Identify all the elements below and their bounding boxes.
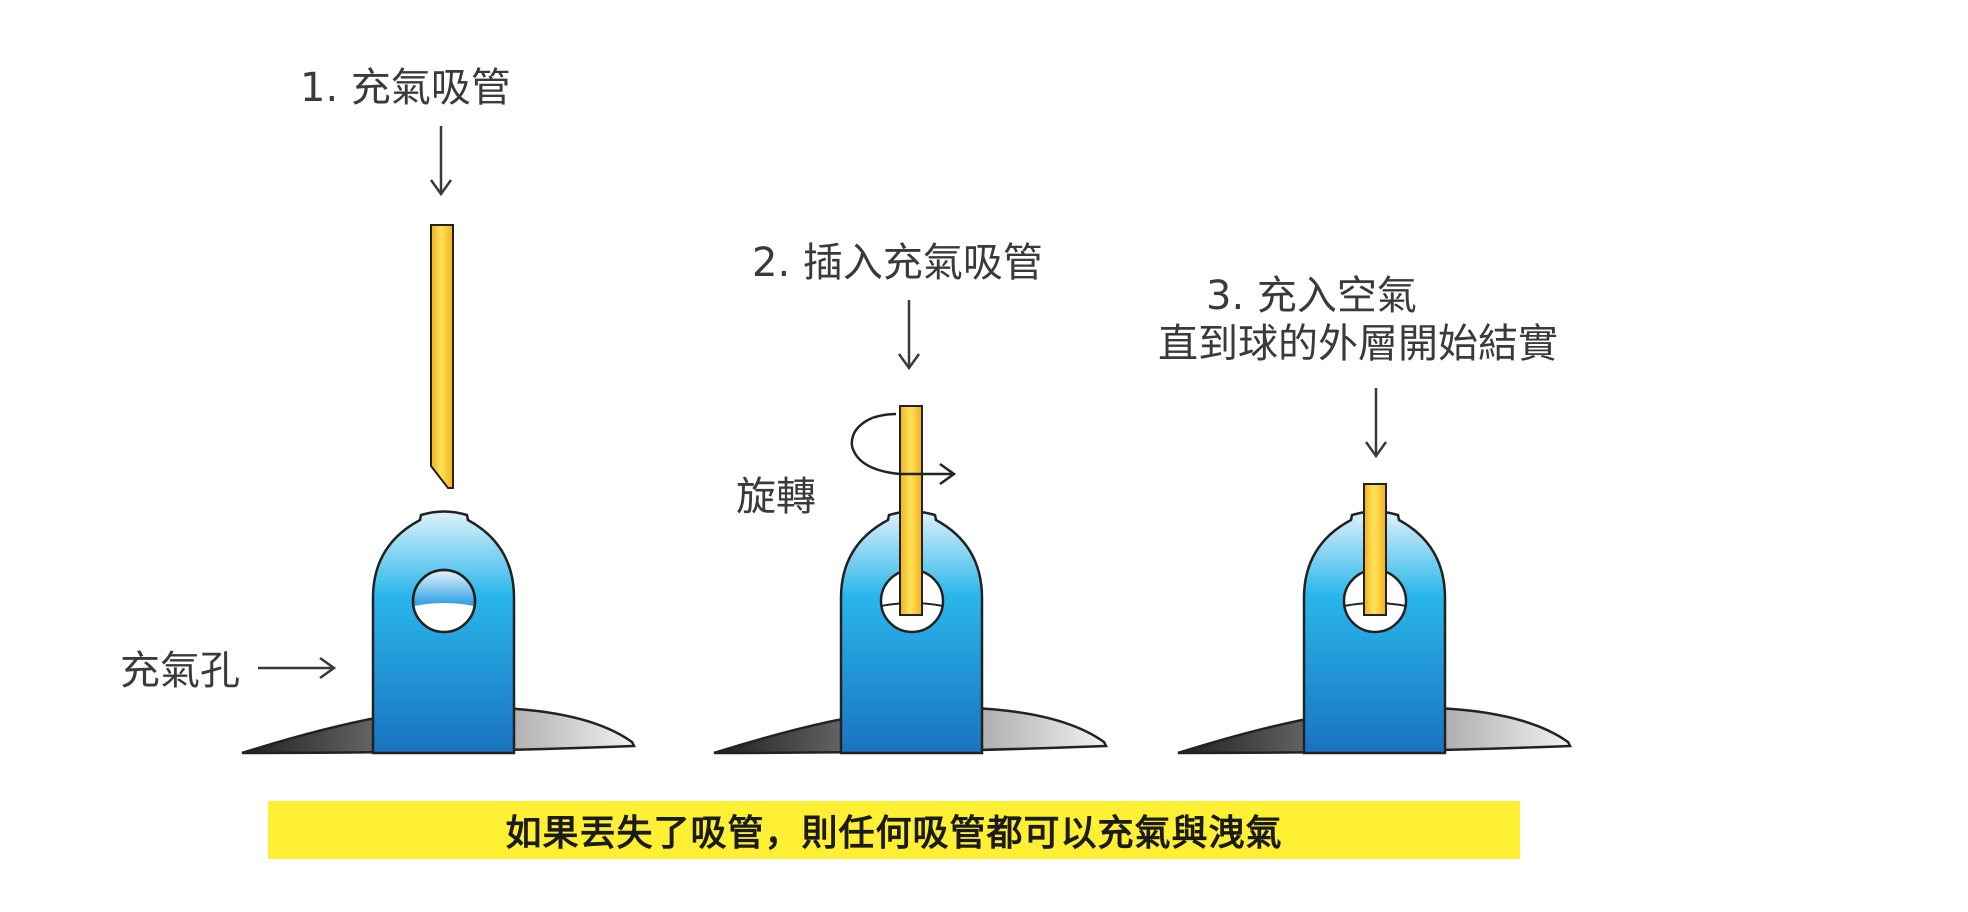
step-2-caption: 2. 插入充氣吸管 bbox=[752, 240, 1043, 286]
valve-hole-label: 充氣孔 bbox=[120, 648, 240, 694]
step-2-group bbox=[713, 298, 1108, 755]
down-arrow-icon bbox=[1364, 386, 1388, 458]
note-text: 如果丟失了吸管，則任何吸管都可以充氣與洩氣 bbox=[505, 813, 1283, 854]
step-3-caption-line-1: 3. 充入空氣 bbox=[1206, 273, 1417, 319]
straw-icon bbox=[1363, 483, 1387, 616]
right-arrow-icon bbox=[258, 656, 337, 680]
note-banner: 如果丟失了吸管，則任何吸管都可以充氣與洩氣 bbox=[268, 801, 1520, 859]
rotate-arrow-icon bbox=[850, 412, 957, 486]
step-1-group bbox=[241, 124, 636, 755]
straw-icon bbox=[899, 405, 923, 616]
straw-icon bbox=[430, 224, 454, 489]
step-3-group bbox=[1177, 386, 1572, 755]
step-3-caption-line-2: 直到球的外層開始結實 bbox=[1158, 321, 1558, 367]
valve-hole-highlight bbox=[414, 603, 474, 632]
down-arrow-icon bbox=[897, 298, 921, 370]
step-1-caption: 1. 充氣吸管 bbox=[300, 65, 511, 111]
rotate-label: 旋轉 bbox=[736, 474, 816, 520]
down-arrow-icon bbox=[429, 124, 453, 196]
